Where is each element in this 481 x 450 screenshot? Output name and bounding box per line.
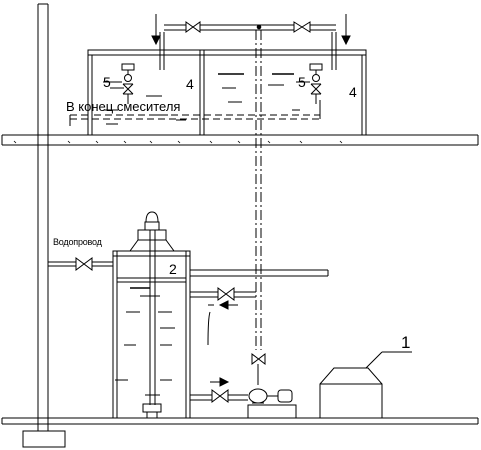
top-distribution-pipe <box>164 21 336 33</box>
mixing-tank <box>112 230 191 419</box>
water-supply-label: Водопровод <box>53 237 102 247</box>
mixing-tank-number-label: 2 <box>169 261 177 277</box>
upper-tank-right-number-label: 4 <box>349 84 357 100</box>
water-supply-pipe <box>48 257 329 277</box>
central-riser-pipe <box>251 30 266 385</box>
upper-tank-left-number-label: 4 <box>186 76 194 92</box>
tank-outlet-pipe <box>190 287 256 346</box>
inflow-arrows <box>151 14 351 46</box>
float-valve-left <box>121 63 135 104</box>
float-valve-left-number-label: 5 <box>103 74 111 90</box>
mixer-motor <box>129 211 175 252</box>
equipment-number-label: 1 <box>401 333 411 352</box>
pump-assembly <box>190 377 297 419</box>
upper-floor-slab <box>1 134 479 146</box>
mixer-end-label: В конец смесителя <box>66 99 181 114</box>
ground-floor <box>1 417 479 425</box>
float-valve-right-number-label: 5 <box>298 74 306 90</box>
float-valve-right <box>309 63 323 104</box>
upper-tanks <box>69 32 367 136</box>
support-column <box>22 3 66 448</box>
equipment-unit <box>319 351 412 418</box>
